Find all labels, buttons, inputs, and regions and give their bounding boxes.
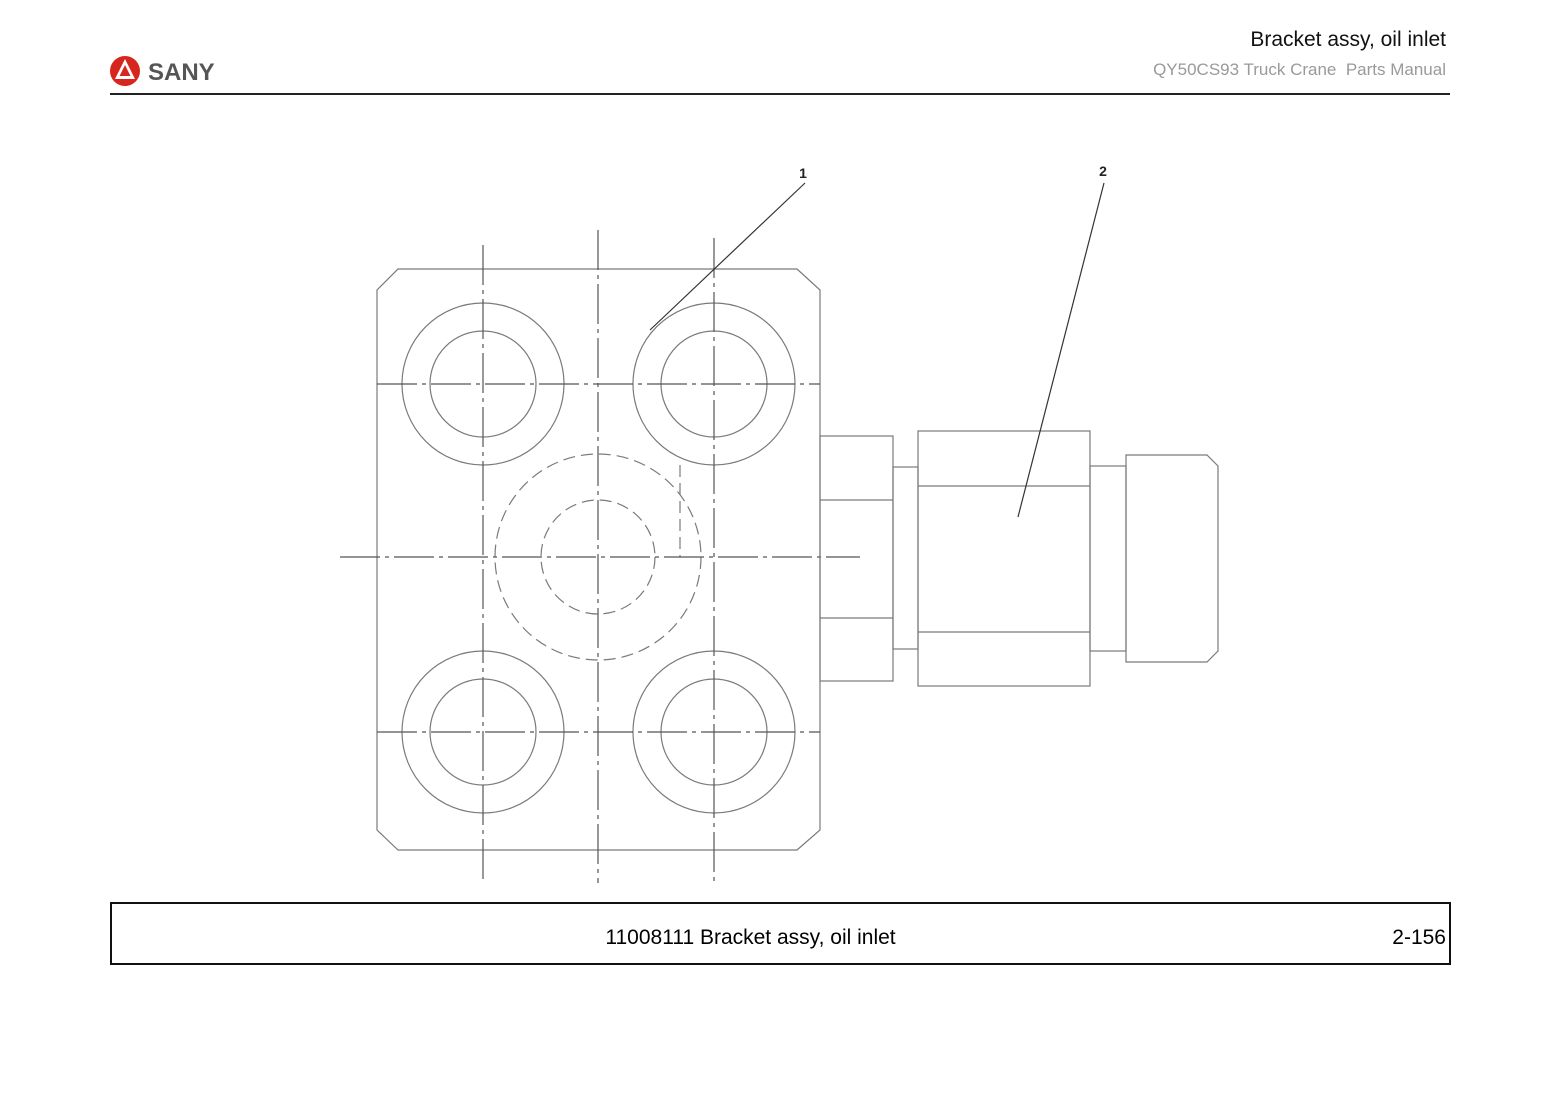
callout-2: 2 <box>1099 163 1107 179</box>
fitting-collar <box>892 466 919 650</box>
figure-caption-box: 11008111 Bracket assy, oil inlet 2-156 <box>110 902 1451 965</box>
fitting-neck <box>819 435 894 682</box>
brand-wordmark: SANY <box>148 59 215 86</box>
leader-line-1 <box>649 182 806 331</box>
page-number: 2-156 <box>1392 926 1446 949</box>
fitting-hex-body <box>917 430 1091 687</box>
figure-caption: 11008111 Bracket assy, oil inlet <box>605 926 896 949</box>
header-divider <box>110 93 1450 95</box>
page-title: Bracket assy, oil inlet <box>1250 28 1446 51</box>
fitting-thread-end <box>1125 454 1219 663</box>
callout-1: 1 <box>799 165 807 181</box>
leader-line-2 <box>1017 182 1105 518</box>
sany-logo: SANY <box>108 52 238 90</box>
fitting-shank <box>1089 465 1127 652</box>
page-subtitle: QY50CS93 Truck Crane Parts Manual <box>1153 60 1446 79</box>
bracket-body <box>376 268 821 851</box>
